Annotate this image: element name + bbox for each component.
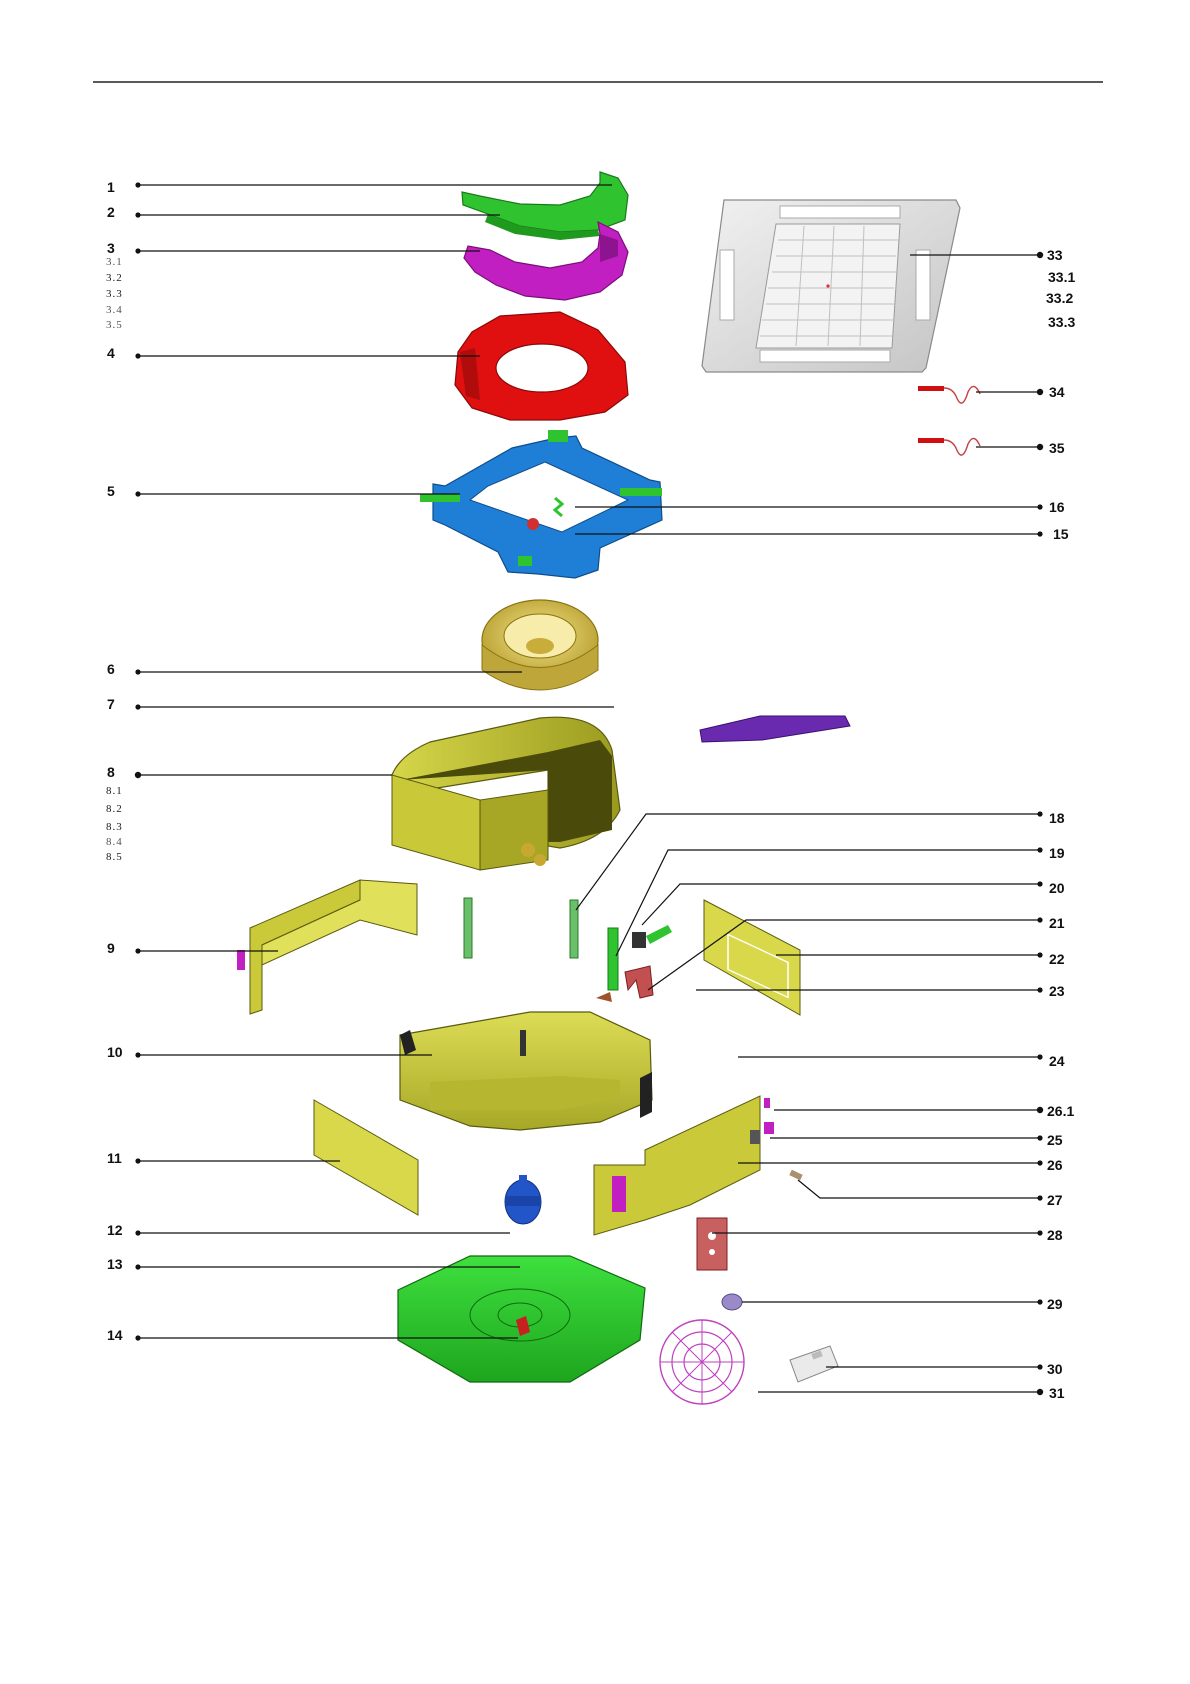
callout-21: 21	[1049, 916, 1065, 930]
part-35-temperature-sensor	[918, 438, 980, 455]
callout-23: 23	[1049, 984, 1065, 998]
callout-28: 28	[1047, 1228, 1063, 1242]
brown-wedge	[596, 992, 612, 1002]
callout-19: 19	[1049, 846, 1065, 860]
callout-1: 1	[107, 180, 115, 194]
callout-30: 30	[1047, 1362, 1063, 1376]
callout-24: 24	[1049, 1054, 1065, 1068]
callout-8-1: 8.1	[106, 786, 123, 797]
callout-3-5: 3.5	[106, 320, 123, 331]
callout-18: 18	[1049, 811, 1065, 825]
part-5-blue-frame	[420, 430, 662, 578]
part-21-bracket	[625, 966, 653, 998]
callout-11: 11	[107, 1151, 122, 1165]
callout-3-3: 3.3	[106, 289, 123, 300]
callout-22: 22	[1049, 952, 1065, 966]
callout-34: 34	[1049, 385, 1065, 399]
part-6-centrifugal-fan	[482, 600, 598, 690]
part-11-side-panel	[314, 1100, 418, 1215]
callout-33-1: 33.1	[1048, 270, 1075, 284]
callout-27: 27	[1047, 1193, 1063, 1207]
callout-33-3: 33.3	[1048, 315, 1075, 329]
leader-lines-right	[575, 255, 1040, 1392]
callout-8-3: 8.3	[106, 822, 123, 833]
callout-3-2: 3.2	[106, 273, 123, 284]
leader-dots-left	[135, 182, 141, 1340]
callout-8: 8	[107, 765, 115, 779]
part-22-side-panel	[704, 900, 800, 1015]
callout-29: 29	[1047, 1297, 1063, 1311]
callout-16: 16	[1049, 500, 1065, 514]
part-13-drain-tray	[398, 1256, 645, 1382]
purple-drain-piece	[700, 716, 850, 742]
callout-26: 26	[1047, 1158, 1063, 1172]
part-20-component	[632, 925, 672, 948]
part-4-red-bellmouth	[455, 312, 628, 420]
callout-25: 25	[1047, 1133, 1063, 1147]
callout-26-1: 26.1	[1047, 1104, 1074, 1118]
callout-15: 15	[1053, 527, 1069, 541]
callout-33: 33	[1047, 248, 1063, 262]
callout-20: 20	[1049, 881, 1065, 895]
callout-12: 12	[107, 1223, 123, 1237]
callout-31: 31	[1049, 1386, 1065, 1400]
callout-9: 9	[107, 941, 115, 955]
callout-3-1: 3.1	[106, 257, 123, 268]
callout-8-4: 8.4	[106, 837, 123, 848]
part-31-fan-guard	[660, 1320, 744, 1404]
callout-10: 10	[107, 1045, 123, 1059]
green-brackets	[464, 898, 618, 990]
part-12-motor	[505, 1175, 541, 1224]
callout-3-4: 3.4	[106, 305, 123, 316]
callout-4: 4	[107, 346, 115, 360]
callout-13: 13	[107, 1257, 123, 1271]
callout-35: 35	[1049, 441, 1065, 455]
part-29-knob	[722, 1294, 742, 1310]
callout-7: 7	[107, 697, 115, 711]
part-27-sensor	[789, 1170, 802, 1181]
callout-5: 5	[107, 484, 115, 498]
callout-8-2: 8.2	[106, 804, 123, 815]
callout-2: 2	[107, 205, 115, 219]
callout-6: 6	[107, 662, 115, 676]
callout-14: 14	[107, 1328, 123, 1342]
leader-dots-right	[1037, 252, 1043, 1395]
part-30-remote-control	[790, 1346, 838, 1382]
part-28-plate	[697, 1218, 727, 1270]
part-26-bracket-panel	[594, 1096, 774, 1235]
part-10-body-frame	[400, 1012, 652, 1130]
part-33-front-panel	[702, 200, 960, 372]
callout-33-2: 33.2	[1046, 291, 1073, 305]
callout-3: 3	[107, 241, 115, 255]
callout-8-5: 8.5	[106, 852, 123, 863]
part-8-heat-exchanger-coil	[392, 717, 620, 870]
part-9-side-panel	[237, 796, 417, 1014]
part-34-temperature-sensor	[918, 386, 980, 403]
